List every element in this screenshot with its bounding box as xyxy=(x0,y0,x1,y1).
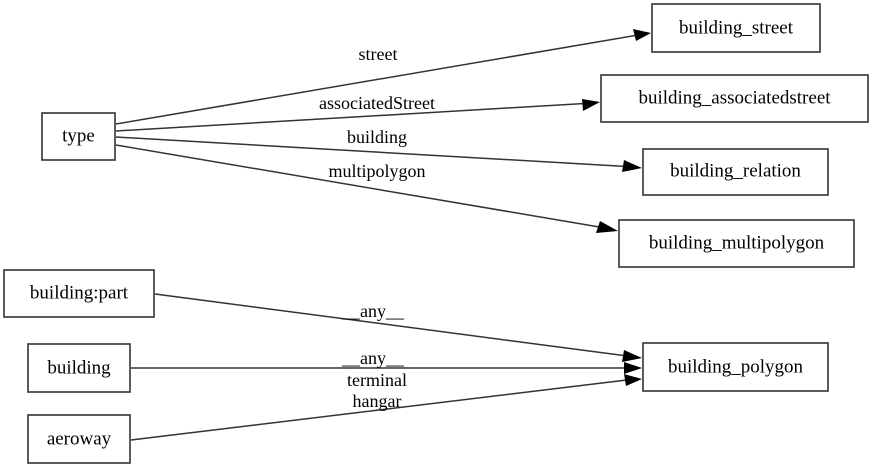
node-building-part[interactable]: building:part xyxy=(3,269,155,318)
edge-type-building-associatedstreet xyxy=(115,102,594,132)
node-box-building-part[interactable] xyxy=(3,269,155,318)
node-box-building-associatedstreet[interactable] xyxy=(600,74,869,123)
edge-label-terminal: terminal xyxy=(347,370,407,390)
node-label-building: building xyxy=(47,357,111,378)
node-box-building-street[interactable] xyxy=(651,3,821,53)
edge-label-any-buildingpart: __any__ xyxy=(341,301,405,321)
arrowhead-building-relation xyxy=(622,160,642,172)
node-type[interactable]: type xyxy=(41,112,116,161)
node-building-polygon[interactable]: building_polygon xyxy=(642,342,829,392)
edge-type-building-street xyxy=(115,33,645,125)
node-label-building-polygon: building_polygon xyxy=(668,356,804,377)
edge-label-hangar: hangar xyxy=(353,391,402,411)
node-box-building-polygon[interactable] xyxy=(642,342,829,392)
edge-label-multipolygon: multipolygon xyxy=(328,161,425,181)
edge-label-street: street xyxy=(359,44,398,64)
arrowhead-building-associatedstreet xyxy=(582,99,600,111)
node-building-relation[interactable]: building_relation xyxy=(642,148,829,196)
node-building-associatedstreet[interactable]: building_associatedstreet xyxy=(600,74,869,123)
node-label-building-associatedstreet: building_associatedstreet xyxy=(638,87,831,108)
edge-labels-group: street associatedStreet building multipo… xyxy=(319,44,435,411)
arrowhead-polygon-from-buildingpart xyxy=(622,350,642,362)
node-label-building-part: building:part xyxy=(30,282,129,303)
node-box-type[interactable] xyxy=(41,112,116,161)
node-label-building-multipolygon: building_multipolygon xyxy=(649,232,825,253)
node-aeroway[interactable]: aeroway xyxy=(27,414,131,464)
node-box-building-relation[interactable] xyxy=(642,148,829,196)
node-box-building-multipolygon[interactable] xyxy=(618,219,855,268)
node-label-building-street: building_street xyxy=(679,17,794,38)
node-box-aeroway[interactable] xyxy=(27,414,131,464)
node-label-type: type xyxy=(62,125,95,146)
node-building-multipolygon[interactable]: building_multipolygon xyxy=(618,219,855,268)
edges-group xyxy=(115,33,645,441)
edge-label-any-building: __any__ xyxy=(341,348,405,368)
arrowhead-polygon-from-aeroway xyxy=(624,374,642,386)
arrowhead-building-multipolygon xyxy=(596,221,618,233)
edge-label-associatedstreet: associatedStreet xyxy=(319,93,435,113)
node-building[interactable]: building xyxy=(27,343,131,393)
edge-buildingpart-building-polygon xyxy=(154,293,636,358)
node-label-aeroway: aeroway xyxy=(47,428,112,449)
edge-label-building: building xyxy=(347,127,407,147)
node-building-street[interactable]: building_street xyxy=(651,3,821,53)
arrowhead-polygon-from-building xyxy=(624,362,642,374)
node-box-building[interactable] xyxy=(27,343,131,393)
arrowheads-group xyxy=(582,29,651,386)
arrowhead-building-street xyxy=(633,29,651,41)
edge-aeroway-building-polygon xyxy=(130,378,636,441)
edge-type-building-relation xyxy=(115,136,636,168)
edge-type-building-multipolygon xyxy=(115,144,612,230)
node-label-building-relation: building_relation xyxy=(670,160,801,181)
